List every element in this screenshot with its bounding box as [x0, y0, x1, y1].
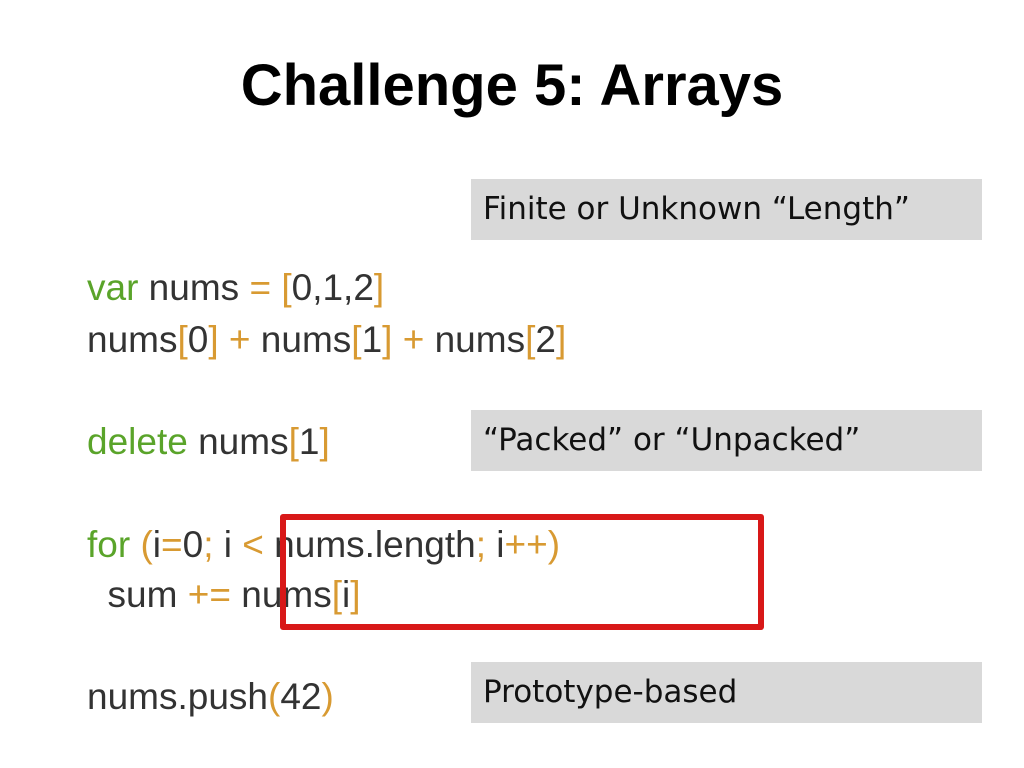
operator: (: [140, 524, 153, 565]
code-line-delete: delete nums[1]: [87, 417, 330, 467]
code-text: nums: [138, 267, 250, 308]
operator: ): [321, 676, 334, 717]
note-packed: “Packed” or “Unpacked”: [471, 410, 982, 471]
code-text: 0: [187, 319, 209, 360]
operator: ]: [319, 421, 330, 462]
code-line-push: nums.push(42): [87, 672, 334, 722]
code-text: nums.length: [263, 524, 476, 565]
highlight-box: [280, 514, 764, 630]
code-text: nums: [250, 319, 352, 360]
operator: [: [525, 319, 536, 360]
keyword-for: for: [87, 524, 131, 565]
code-text: 0,1,2: [291, 267, 374, 308]
code-text: nums.push: [87, 676, 268, 717]
operator: +: [228, 319, 251, 360]
code-text: 42: [280, 676, 322, 717]
operator: [: [177, 319, 188, 360]
code-text: 2: [535, 319, 556, 360]
code-line-for: for (i=0; i < nums.length; i++): [87, 520, 560, 570]
code-text: 0: [182, 524, 204, 565]
code-line-accumulate: sum += nums[i]: [87, 570, 361, 620]
code-text: i: [152, 524, 162, 565]
code-text: nums: [187, 421, 289, 462]
code-text: i: [342, 574, 351, 615]
operator: <: [242, 524, 264, 565]
operator: [: [351, 319, 362, 360]
operator: ;: [203, 524, 214, 565]
operator: [: [331, 574, 343, 615]
operator: ++: [504, 524, 548, 565]
operator: ]: [373, 267, 385, 308]
keyword-var: var: [87, 267, 139, 308]
operator: [: [288, 421, 299, 462]
note-prototype: Prototype-based: [471, 662, 982, 723]
code-text: [392, 319, 402, 360]
code-text: i: [486, 524, 505, 565]
code-text: [130, 524, 140, 565]
operator: =: [161, 524, 183, 565]
note-length: Finite or Unknown “Length”: [471, 179, 982, 240]
code-text: sum: [87, 574, 188, 615]
operator: +: [402, 319, 425, 360]
code-text: nums: [424, 319, 526, 360]
code-text: nums: [230, 574, 332, 615]
code-line-sum: nums[0] + nums[1] + nums[2]: [87, 315, 566, 365]
operator: (: [268, 676, 281, 717]
operator: +=: [187, 574, 231, 615]
code-text: nums: [87, 319, 178, 360]
operator: ]: [382, 319, 393, 360]
operator: [: [281, 267, 292, 308]
operator: ;: [475, 524, 487, 565]
code-text: [219, 319, 229, 360]
operator: ]: [555, 319, 567, 360]
code-text: 1: [298, 421, 320, 462]
code-text: 1: [361, 319, 383, 360]
code-text: i: [213, 524, 243, 565]
operator: ): [547, 524, 561, 565]
operator: ]: [208, 319, 219, 360]
code-text: [271, 267, 281, 308]
keyword-delete: delete: [87, 421, 188, 462]
slide-title: Challenge 5: Arrays: [240, 53, 784, 118]
operator: ]: [350, 574, 361, 615]
code-line-var: var nums = [0,1,2]: [87, 263, 384, 313]
operator: =: [249, 267, 272, 308]
